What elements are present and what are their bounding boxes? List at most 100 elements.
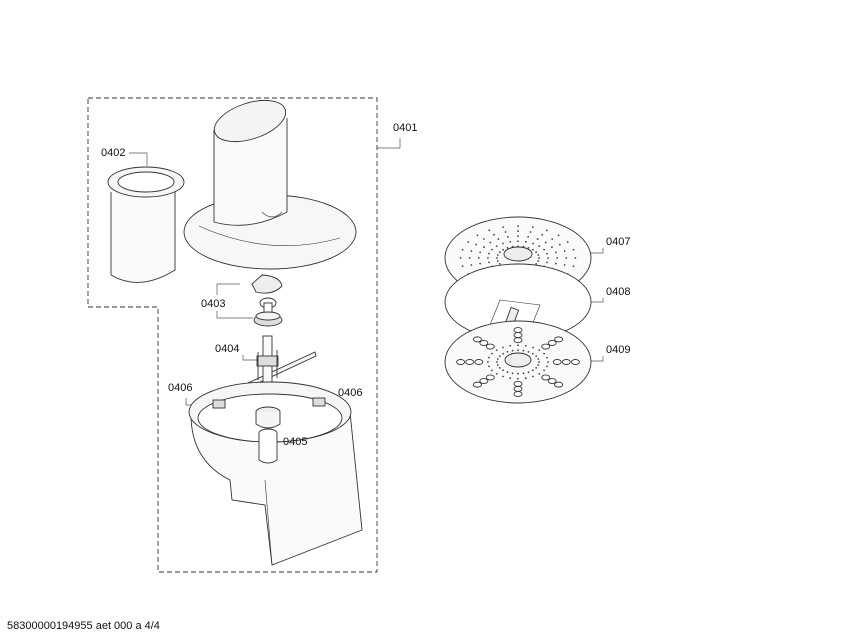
grater-hole: [498, 251, 501, 254]
grater-hole: [509, 240, 512, 243]
grater-hole: [535, 355, 538, 358]
grater-hole: [513, 380, 523, 387]
grater-hole: [488, 229, 491, 232]
grater-hole: [547, 257, 549, 259]
grater-hole: [547, 340, 557, 346]
grater-hole: [487, 257, 489, 259]
grater-hole: [543, 248, 545, 251]
grater-hole: [502, 352, 505, 355]
grater-hole: [538, 372, 541, 375]
grater-hole: [498, 262, 501, 265]
part-label-0401: 0401: [393, 122, 418, 134]
grater-hole: [554, 251, 557, 254]
grater-hole: [537, 358, 540, 360]
grater-hole: [538, 361, 540, 363]
grater-hole: [483, 246, 485, 248]
grater-hole: [479, 251, 482, 254]
grater-hole: [563, 264, 566, 266]
part-label-0405: 0405: [283, 436, 308, 448]
grater-hole: [517, 235, 519, 238]
part-label-0406-left: 0406: [168, 382, 193, 394]
grater-hole: [472, 381, 482, 388]
grater-hole: [537, 254, 540, 256]
grater-hole: [511, 372, 514, 375]
grater-hole: [474, 359, 484, 365]
grater-hole: [527, 236, 530, 238]
grater-hole: [522, 349, 525, 352]
grater-hole: [465, 359, 475, 365]
grater-hole: [495, 349, 498, 352]
grater-hole: [489, 241, 492, 244]
grater-hole: [467, 241, 470, 243]
grater-hole: [527, 246, 530, 249]
grater-hole: [485, 343, 495, 350]
grater-hole: [547, 361, 549, 363]
grater-hole: [558, 243, 561, 246]
grater-hole: [487, 361, 489, 363]
grater-hole: [509, 377, 512, 380]
grater-hole: [517, 344, 519, 347]
grater-hole: [537, 364, 540, 366]
grater-hole: [488, 365, 490, 368]
document-id-footer: 58300000194955 aet 000 a 4/4: [7, 620, 160, 632]
grater-hole: [513, 385, 523, 392]
grater-hole: [554, 262, 557, 265]
assembly-group-outline: [87, 97, 378, 573]
grater-hole: [468, 257, 471, 259]
grater-hole: [517, 377, 519, 380]
grater-hole: [535, 366, 538, 369]
grater-hole: [532, 242, 534, 245]
grater-hole: [543, 369, 545, 372]
grater-hole: [502, 346, 504, 349]
bowl-part: [188, 381, 363, 566]
grater-hole: [536, 238, 539, 240]
grater-hole: [496, 358, 499, 360]
grater-hole: [524, 240, 527, 243]
grater-hole: [497, 238, 500, 240]
grater-hole: [491, 369, 493, 372]
grater-hole: [537, 260, 540, 262]
grater-hole: [506, 236, 509, 238]
grater-hole: [502, 242, 504, 245]
grater-hole: [522, 372, 525, 375]
grater-hole: [532, 346, 534, 349]
grater-hole: [509, 344, 512, 347]
grater-hole: [546, 261, 548, 264]
grater-hole: [538, 245, 541, 248]
grater-hole: [476, 234, 479, 237]
grater-hole: [546, 356, 548, 359]
grater-hole: [504, 231, 507, 233]
part-label-0404: 0404: [215, 343, 240, 355]
grater-hole: [475, 243, 478, 246]
grater-hole: [541, 374, 551, 381]
grater-hole: [513, 337, 523, 344]
grater-hole: [538, 257, 540, 259]
grater-hole: [524, 377, 527, 380]
grater-hole: [502, 248, 505, 251]
grater-hole: [547, 378, 557, 384]
grater-hole: [456, 359, 466, 365]
grater-hole: [461, 248, 464, 251]
grater-hole: [470, 264, 473, 266]
drive-cap-part: [251, 274, 283, 327]
grater-hole: [565, 257, 568, 259]
grater-hole: [527, 350, 530, 353]
part-label-0403: 0403: [201, 298, 226, 310]
grater-hole: [546, 252, 548, 255]
grater-hole: [531, 226, 534, 229]
grater-hole: [541, 343, 551, 350]
grater-hole: [511, 349, 514, 352]
grater-hole: [566, 241, 569, 243]
part-label-0409: 0409: [606, 344, 631, 356]
grater-hole: [570, 359, 580, 365]
part-label-0407: 0407: [606, 236, 631, 248]
grater-hole: [502, 375, 504, 378]
grater-hole: [517, 225, 519, 227]
grater-hole: [461, 265, 464, 268]
grater-hole: [488, 261, 490, 264]
grater-hole: [556, 257, 559, 259]
grater-hole: [552, 359, 562, 365]
part-label-0402: 0402: [101, 147, 126, 159]
grater-hole: [531, 248, 534, 251]
part-label-0406-right: 0406: [338, 387, 363, 399]
